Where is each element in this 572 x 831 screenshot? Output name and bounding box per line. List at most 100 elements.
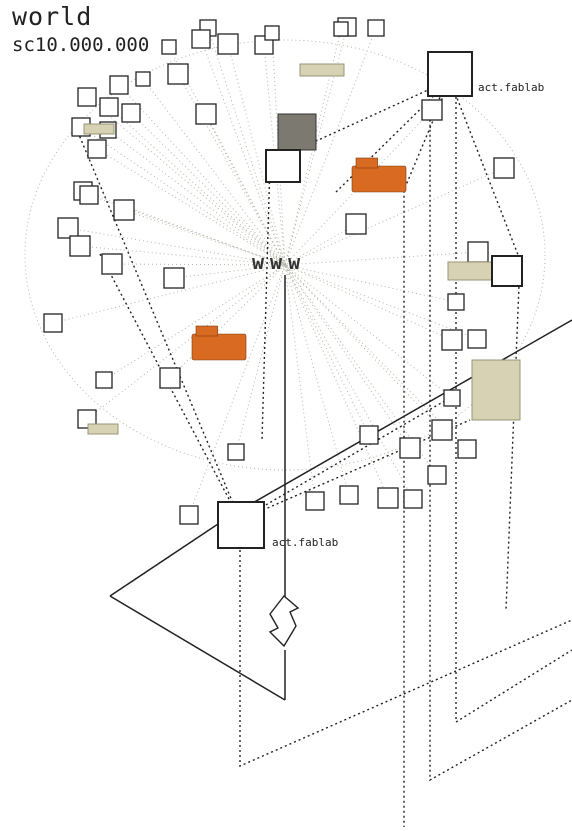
node-box xyxy=(43,313,63,333)
node-box xyxy=(195,103,217,125)
web-link xyxy=(200,38,286,266)
web-link xyxy=(284,264,389,499)
web-circle xyxy=(24,39,546,471)
dotted-link xyxy=(449,79,521,611)
fablab-hub-top xyxy=(427,51,473,97)
web-link xyxy=(284,264,350,496)
web-link xyxy=(188,264,286,516)
node-box xyxy=(77,87,97,107)
web-link xyxy=(284,264,438,476)
machine-object xyxy=(277,113,317,151)
web-link xyxy=(205,113,286,266)
web-link xyxy=(96,148,286,266)
web-link xyxy=(284,264,453,399)
node-box xyxy=(69,235,91,257)
node-box xyxy=(227,443,245,461)
beige-object xyxy=(471,359,521,421)
web-link xyxy=(284,223,357,266)
beige-object xyxy=(299,63,345,77)
machine-node xyxy=(491,255,523,287)
dotted-link xyxy=(429,79,572,782)
node-box xyxy=(427,465,447,485)
node-box xyxy=(135,71,151,87)
web-link xyxy=(80,126,286,266)
node-box xyxy=(403,489,423,509)
web-link xyxy=(88,194,286,266)
web-link xyxy=(123,209,286,266)
dotted-link xyxy=(71,117,241,521)
web-link xyxy=(118,84,286,266)
node-box xyxy=(99,97,119,117)
node-box xyxy=(447,293,465,311)
node-box xyxy=(109,75,129,95)
node-box xyxy=(493,157,515,179)
node-box xyxy=(421,99,443,121)
web-link xyxy=(107,129,286,266)
exchange-arrow xyxy=(268,594,300,648)
beige-object xyxy=(447,261,495,281)
web-link xyxy=(130,112,286,266)
node-box xyxy=(333,21,349,37)
hub-label-top: act.fablab xyxy=(478,81,545,94)
web-link xyxy=(111,263,286,266)
web-link xyxy=(86,264,286,420)
map-title: world xyxy=(12,2,93,31)
web-link xyxy=(284,264,316,502)
node-box xyxy=(305,491,325,511)
node-box xyxy=(377,487,399,509)
node-box xyxy=(101,253,123,275)
web-link xyxy=(67,227,286,266)
web-link xyxy=(284,264,453,341)
node-box xyxy=(264,25,280,41)
node-box xyxy=(217,33,239,55)
node-box xyxy=(79,185,99,205)
web-link xyxy=(263,44,286,266)
node-box xyxy=(467,241,489,263)
dotted-link xyxy=(239,419,471,521)
node-box xyxy=(339,485,359,505)
node-box xyxy=(467,329,487,349)
web-link xyxy=(108,106,286,266)
node-box xyxy=(121,103,141,123)
node-box xyxy=(457,439,477,459)
plane-edge xyxy=(109,595,286,701)
web-link xyxy=(284,264,443,431)
node-box xyxy=(431,419,453,441)
node-box xyxy=(367,19,385,37)
dotted-link xyxy=(261,161,271,441)
web-link xyxy=(235,264,286,453)
orange-object xyxy=(351,165,407,193)
node-box xyxy=(163,267,185,289)
beige-object xyxy=(87,423,119,435)
node-box xyxy=(161,39,177,55)
web-link xyxy=(207,27,286,266)
web-link xyxy=(103,264,286,381)
dotted-link xyxy=(455,82,572,724)
web-link xyxy=(284,264,411,449)
node-box xyxy=(159,367,181,389)
node-box xyxy=(191,29,211,49)
node-box xyxy=(359,425,379,445)
node-box xyxy=(167,63,189,85)
node-box xyxy=(399,437,421,459)
node-box xyxy=(441,329,463,351)
web-link xyxy=(284,251,479,266)
web-link xyxy=(284,264,414,500)
node-box xyxy=(113,199,135,221)
map-scale: sc10.000.000 xyxy=(12,34,150,56)
node-box xyxy=(87,139,107,159)
hub-label-bottom: act.fablab xyxy=(272,536,339,549)
node-box xyxy=(179,505,199,525)
node-box xyxy=(443,389,461,407)
dotted-link xyxy=(239,520,572,768)
beige-object xyxy=(83,123,115,135)
fablab-hub-bottom xyxy=(217,501,265,549)
web-link xyxy=(86,96,286,266)
node-box xyxy=(95,371,113,389)
www-node-label: www xyxy=(252,250,307,274)
orange-object-top xyxy=(195,325,218,337)
web-link xyxy=(284,264,370,436)
web-link xyxy=(169,264,286,379)
